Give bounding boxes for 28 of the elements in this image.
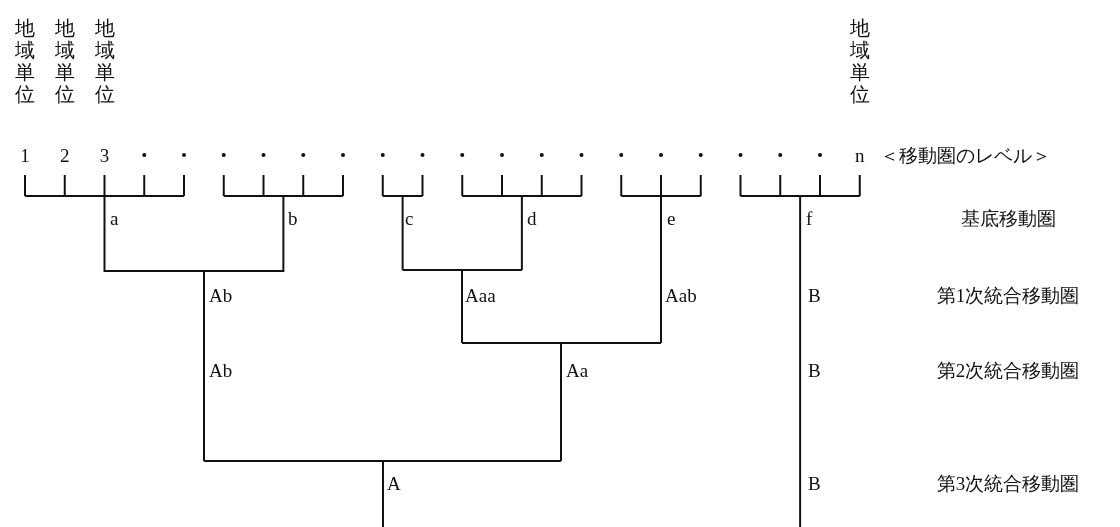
level-label: 第1次統合移動圏 [936, 286, 1080, 305]
unit-number: 3 [99, 146, 110, 165]
cluster-label: b [288, 209, 298, 228]
unit-number: 2 [60, 146, 70, 165]
cluster-label: f [806, 209, 813, 228]
region-unit-label: 地域単位 [849, 17, 870, 105]
cluster-label: Ab [209, 361, 233, 380]
unit-number: 1 [20, 146, 30, 165]
cluster-label: Aab [665, 286, 697, 305]
region-unit-label: 地域単位 [15, 17, 35, 105]
cluster-label: A [387, 474, 401, 493]
cluster-label: Aa [566, 361, 589, 380]
axis-title: ＜移動圏のレベル＞ [880, 146, 1051, 165]
cluster-label: Aaa [465, 286, 496, 305]
region-unit-label: 地域単位 [54, 17, 75, 105]
level-label: 基底移動圏 [960, 209, 1056, 228]
cluster-label: a [110, 209, 119, 228]
region-unit-label: 地域単位 [94, 17, 115, 105]
level-label: 第2次統合移動圏 [936, 361, 1080, 380]
unit-number: n [855, 146, 865, 165]
cluster-label: B [808, 361, 821, 380]
cluster-label: B [808, 286, 821, 305]
level-label: 第3次統合移動圏 [936, 474, 1080, 493]
cluster-label: B [808, 474, 821, 493]
cluster-label: Ab [209, 286, 233, 305]
cluster-label: e [667, 209, 676, 228]
cluster-label: c [405, 209, 414, 228]
cluster-label: d [527, 209, 537, 228]
